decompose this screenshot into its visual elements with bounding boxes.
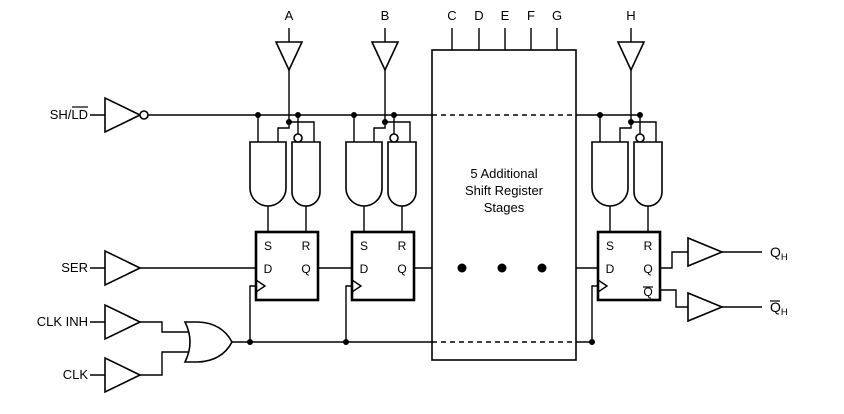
qh-bar-output-buffer (687, 291, 725, 323)
qh-bar-label-base: Q (770, 299, 781, 315)
ff-reset-label: R (302, 239, 311, 253)
junction-dot (343, 339, 349, 345)
and-gate-h-set (591, 141, 629, 207)
inverter-bubble-icon (139, 110, 149, 120)
ff-q-label: Q (301, 262, 310, 276)
additional-stages-box: 5 Additional Shift Register Stages (431, 49, 577, 361)
qh-label: QH (770, 244, 788, 263)
and-gate-b-set (345, 141, 383, 207)
clock-wedge-icon (351, 279, 363, 293)
clk-label: CLK (63, 367, 89, 382)
stage-h-wires (599, 70, 657, 232)
junction-dot (597, 112, 603, 118)
and-gate-a-set (249, 141, 287, 207)
qh-label-sub: H (781, 252, 788, 263)
input-c-label: C (447, 8, 456, 23)
clock-or-gate (183, 321, 233, 363)
buffers (104, 41, 725, 394)
flipflop-b-body (350, 230, 416, 302)
stage-b-wires (353, 70, 411, 232)
clk-inh-label: CLK INH (37, 314, 88, 329)
flipflop-h: S R D Q Q (596, 230, 662, 302)
junction-dot (637, 112, 643, 118)
clk-buffer (104, 356, 142, 394)
load-gates (249, 133, 663, 207)
shld-inverter-buffer (104, 96, 142, 134)
input-b-label: B (381, 8, 390, 23)
top-input-labels: A B C D E F G H (285, 8, 636, 23)
shld-label-prefix: SH/ (50, 107, 72, 122)
shld-label: SH/LD (50, 107, 88, 122)
ff-q-label: Q (643, 262, 652, 276)
junction-dot (295, 112, 301, 118)
ff-q-label: Q (397, 262, 406, 276)
junction-dot (391, 112, 397, 118)
input-f-label: F (527, 8, 535, 23)
ff-reset-label: R (398, 239, 407, 253)
input-e-label: E (501, 8, 510, 23)
qh-bar-label-sub: H (781, 307, 788, 318)
ff-set-label: S (606, 239, 614, 253)
clock-wedge-icon (597, 279, 609, 293)
input-b-buffer (370, 41, 400, 72)
ellipsis-dot (457, 263, 467, 273)
left-input-labels: SH/LD SER CLK INH CLK (37, 106, 89, 382)
flipflop-h-body (596, 230, 662, 302)
stage-a-wires (257, 70, 315, 232)
input-h-buffer (616, 41, 646, 72)
junction-dot (247, 339, 253, 345)
input-g-label: G (552, 8, 562, 23)
ff-data-label: D (264, 262, 273, 276)
junction-dots (247, 112, 643, 345)
ff-q-bar-label: Q (643, 285, 652, 299)
and-gate-h-reset (633, 141, 663, 207)
additional-stages-rect (431, 49, 577, 361)
and-gate-a-reset (291, 141, 321, 207)
clock-wires (90, 285, 598, 376)
inverter-bubble-icon (293, 133, 303, 143)
input-a-label: A (285, 8, 294, 23)
inverter-bubble-icon (635, 133, 645, 143)
input-h-label: H (626, 8, 635, 23)
and-gate-b-reset (387, 141, 417, 207)
box-label-line3: Stages (484, 200, 525, 215)
top-input-stubs (288, 28, 632, 50)
ellipsis-dot (497, 263, 507, 273)
junction-dot (628, 119, 634, 125)
junction-dot (382, 119, 388, 125)
input-a-buffer (274, 41, 304, 72)
flipflop-a: S R D Q (254, 230, 320, 302)
junction-dot (589, 339, 595, 345)
clock-wedge-icon (255, 279, 267, 293)
serial-data-wires (90, 251, 762, 308)
qh-bar-label: QH (770, 299, 788, 318)
ser-label: SER (61, 260, 88, 275)
junction-dot (351, 112, 357, 118)
ff-reset-label: R (644, 239, 653, 253)
flipflop-a-body (254, 230, 320, 302)
ff-data-label: D (360, 262, 369, 276)
ff-set-label: S (264, 239, 272, 253)
shld-label-ld: LD (71, 107, 88, 122)
ser-buffer (104, 249, 142, 287)
wires (90, 28, 762, 376)
qh-output-buffer (687, 236, 725, 268)
ff-data-label: D (606, 262, 615, 276)
clk-inh-buffer (104, 303, 142, 341)
inverter-bubble-icon (389, 133, 399, 143)
output-labels: QH QH (770, 244, 788, 318)
ellipsis-dot (537, 263, 547, 273)
junction-dot (286, 119, 292, 125)
input-d-label: D (474, 8, 483, 23)
box-label-line1: 5 Additional (470, 166, 537, 181)
flipflop-b: S R D Q (350, 230, 416, 302)
box-label-line2: Shift Register (465, 183, 544, 198)
ff-set-label: S (360, 239, 368, 253)
qh-label-base: Q (770, 244, 781, 260)
junction-dot (255, 112, 261, 118)
